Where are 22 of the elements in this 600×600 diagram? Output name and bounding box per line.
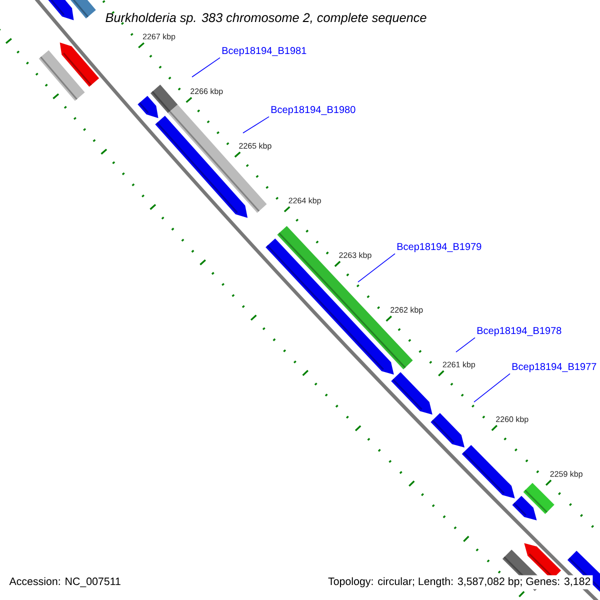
tick-label: 2267 kbp bbox=[142, 34, 176, 41]
gene-label: Bcep18194_B1977 bbox=[512, 363, 596, 372]
tick-label: 2259 kbp bbox=[550, 470, 582, 478]
leader-line bbox=[192, 57, 220, 78]
tick-label: 2264 kbp bbox=[288, 198, 321, 205]
leader-line bbox=[474, 373, 510, 402]
tick-label: 2262 kbp bbox=[390, 306, 423, 314]
leader-line bbox=[456, 337, 476, 352]
leader-line bbox=[242, 116, 270, 134]
footer-text: Topology: circular; Length: 3,587,082 bp; Genes: 3,182 bbox=[326, 575, 593, 590]
gene-label: Bcep18194_B1980 bbox=[271, 106, 356, 116]
gene-label: Bcep18194_B1981 bbox=[222, 47, 306, 56]
tick-label: 2265 kbp bbox=[239, 142, 272, 150]
gene-label: Bcep18194_B1979 bbox=[397, 243, 482, 252]
leader-line bbox=[358, 253, 396, 282]
tick-label: 2260 kbp bbox=[496, 416, 528, 424]
tick-label: 2261 kbp bbox=[442, 362, 476, 369]
gene-label: Bcep18194_B1978 bbox=[477, 327, 562, 336]
tick-label: 2263 kbp bbox=[339, 252, 372, 260]
title: Burkholderia sp. 383 chromosome 2, complete sequence bbox=[106, 12, 426, 25]
footer-text: Accession: NC_007511 bbox=[9, 577, 120, 588]
tick-label: 2266 kbp bbox=[190, 88, 223, 96]
